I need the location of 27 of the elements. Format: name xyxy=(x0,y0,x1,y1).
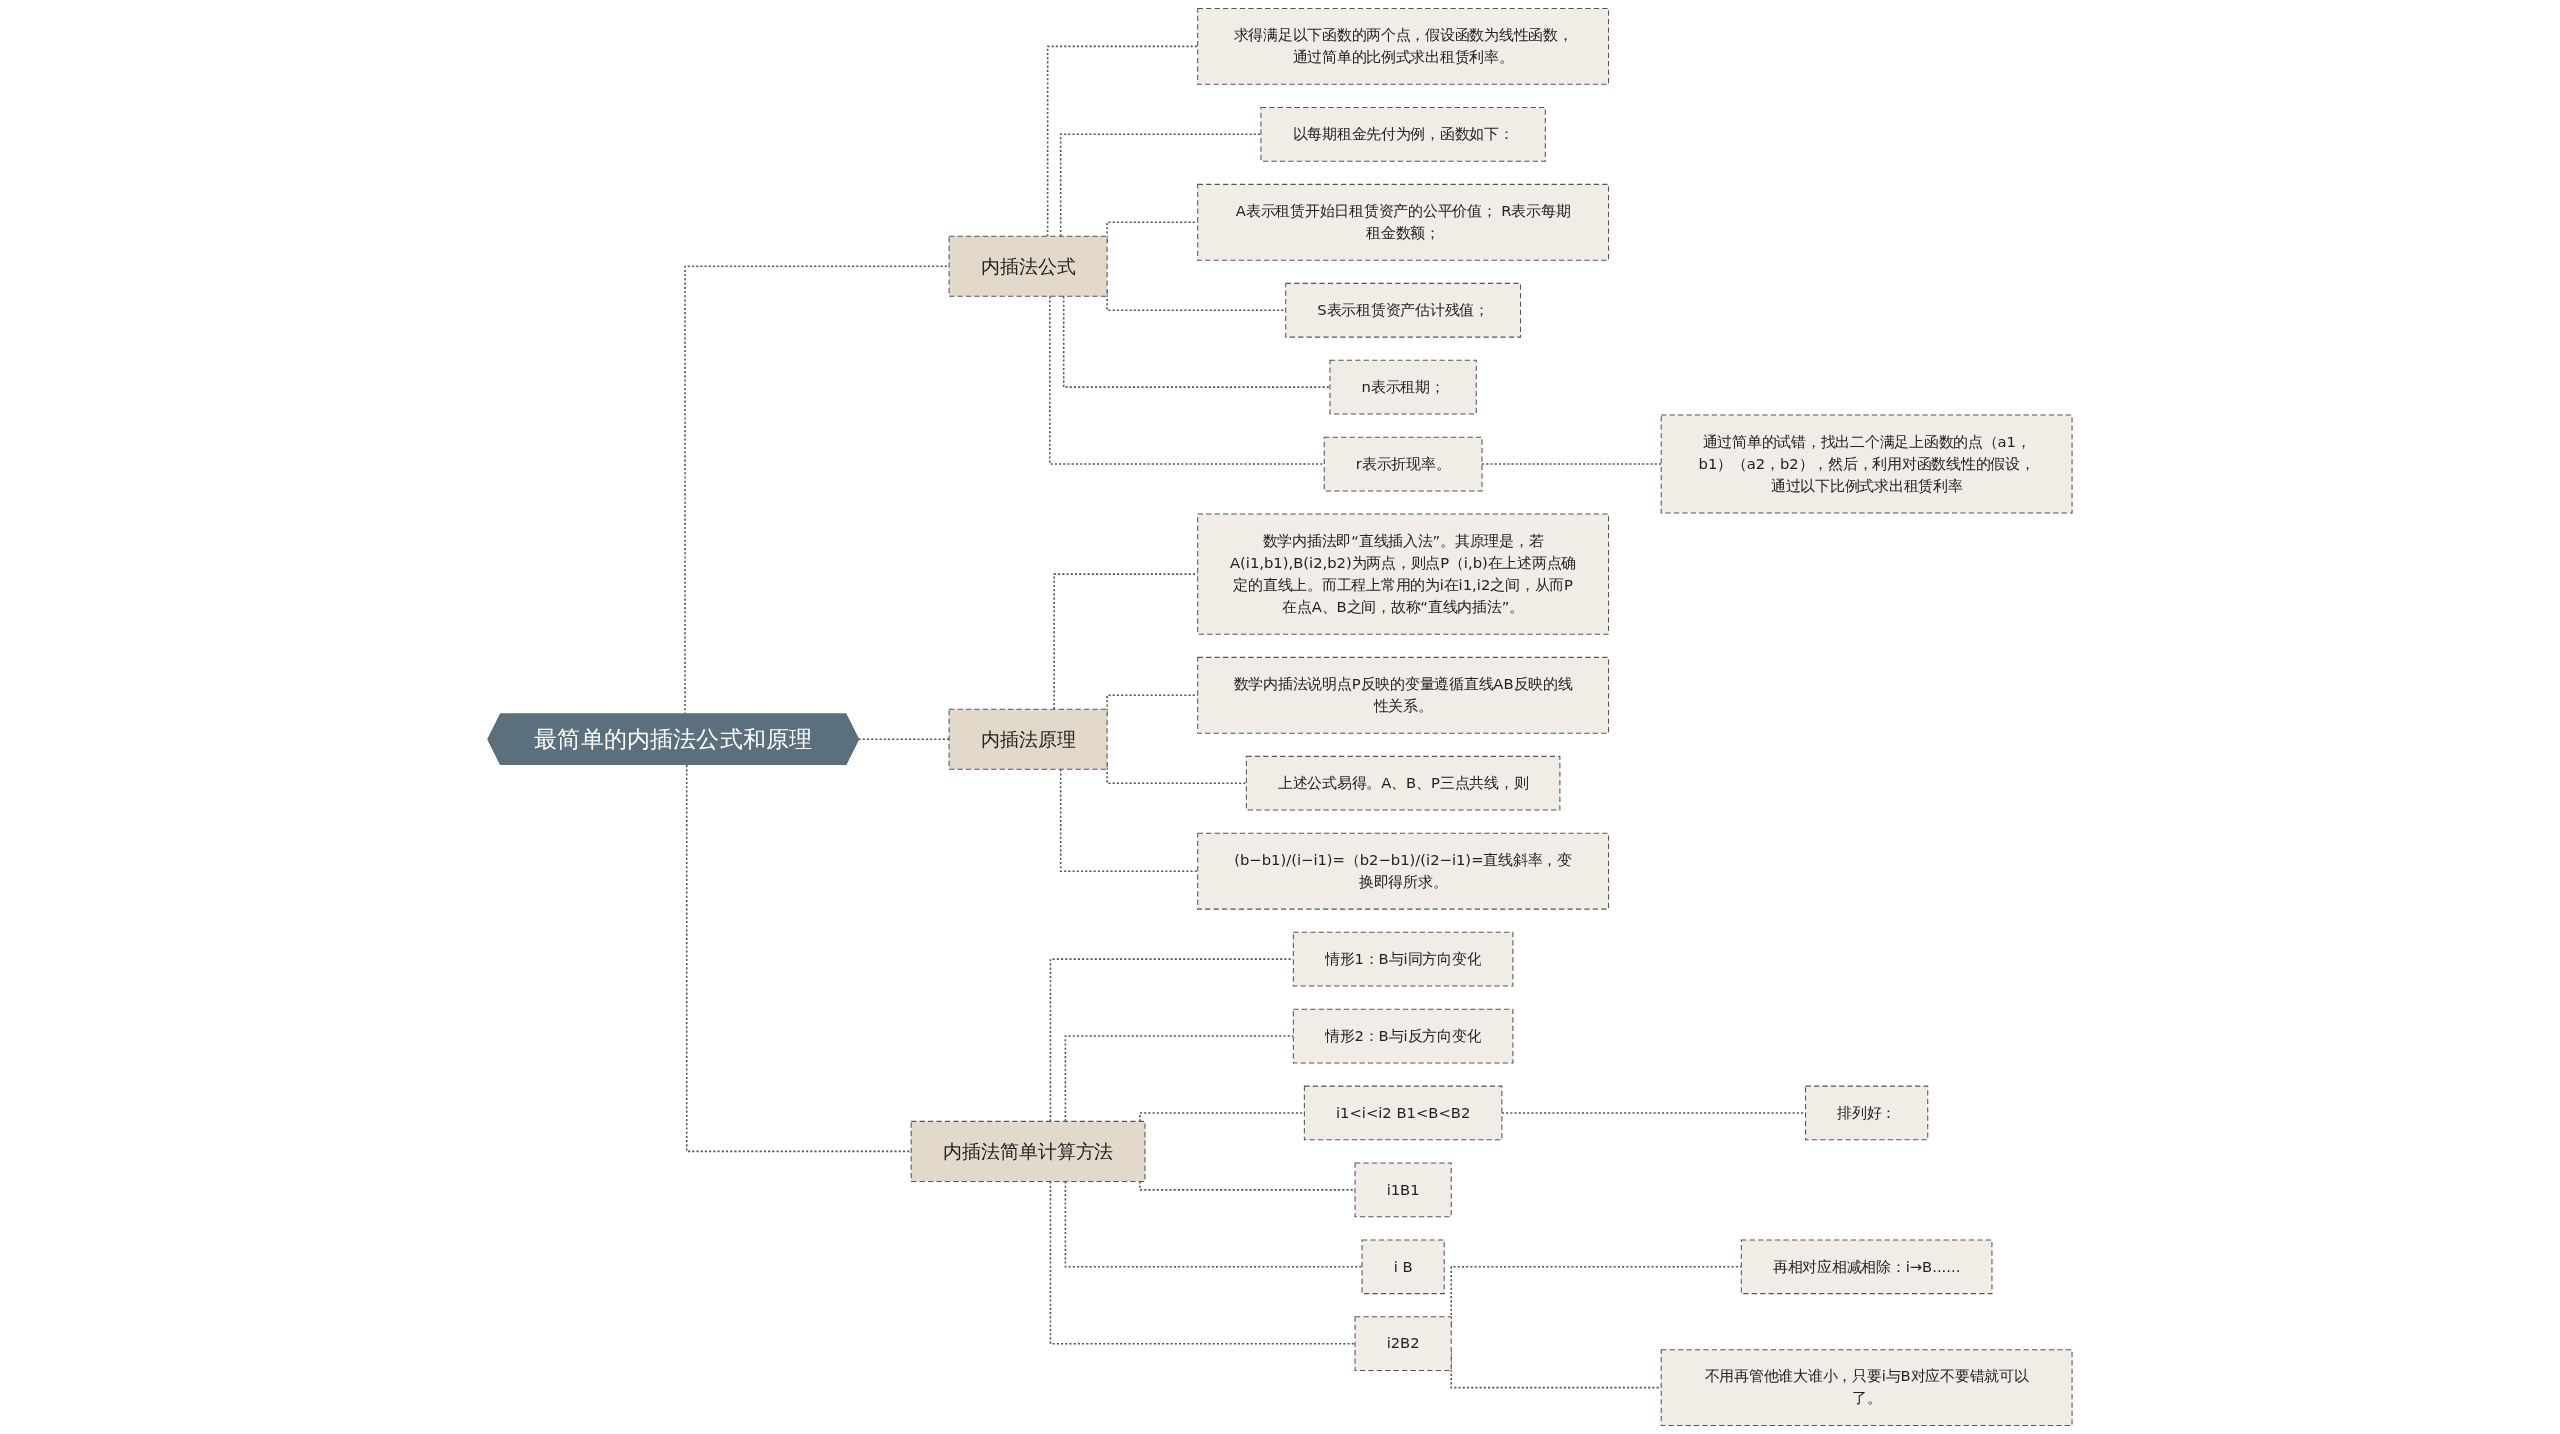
node-box: 以每期租金先付为例，函数如下： xyxy=(1260,106,1546,162)
node-box: 再相对应相减相除：i→B...... xyxy=(1740,1239,1993,1295)
node-box: 通过简单的试错，找出二个满足上函数的点（a1，b1）（a2，b2），然后，利用对函数线性的假设，通过以下比例式求出租赁利率 xyxy=(1660,414,2073,514)
node-box: i2B2 xyxy=(1354,1316,1452,1372)
node-box: r表示折现率。 xyxy=(1323,436,1483,492)
node-box: 内插法公式 xyxy=(948,235,1108,297)
node-box: 数学内插法说明点P反映的变量遵循直线AB反映的线性关系。 xyxy=(1197,656,1610,734)
node-box: i1B1 xyxy=(1354,1162,1452,1218)
node-box: 数学内插法即“直线插入法”。其原理是，若A(i1,b1),B(i2,b2)为两点，则点P（i,b)在上述两点确定的直线上。而工程上常用的为i在i1,i2之间，从而P在点A、B之间，故称“直线内插法”。 xyxy=(1197,513,1610,635)
node-box: 情形2：B与i反方向变化 xyxy=(1292,1008,1514,1064)
node-box: 情形1：B与i同方向变化 xyxy=(1292,931,1514,987)
connector xyxy=(1139,1180,1356,1191)
connector xyxy=(1049,1180,1356,1345)
node-box: 求得满足以下函数的两个点，假设函数为线性函数，通过简单的比例式求出租赁利率。 xyxy=(1197,7,1610,85)
node-box: 内插法简单计算方法 xyxy=(910,1120,1146,1182)
node-box: A表示租赁开始日租赁资产的公平价值； R表示每期租金数额； xyxy=(1197,183,1610,261)
node-box: i B xyxy=(1361,1239,1445,1295)
node-box: 上述公式易得。A、B、P三点共线，则 xyxy=(1245,755,1561,811)
node-box: 排列好： xyxy=(1805,1085,1929,1141)
node-box: S表示租赁资产估计残值； xyxy=(1285,282,1522,338)
connector xyxy=(685,764,912,1153)
node-box: 内插法原理 xyxy=(948,708,1108,770)
node-box: (b−b1)/(i−i1)=（b2−b1)/(i2−i1)=直线斜率，变换即得所求。 xyxy=(1197,832,1610,910)
node-box: 不用再管他谁大谁小，只要i与B对应不要错就可以了。 xyxy=(1660,1349,2073,1427)
node-box: n表示租期； xyxy=(1329,359,1477,415)
connector xyxy=(1064,1180,1363,1268)
node-box: i1<i<i2 B1<B<B2 xyxy=(1303,1085,1503,1141)
